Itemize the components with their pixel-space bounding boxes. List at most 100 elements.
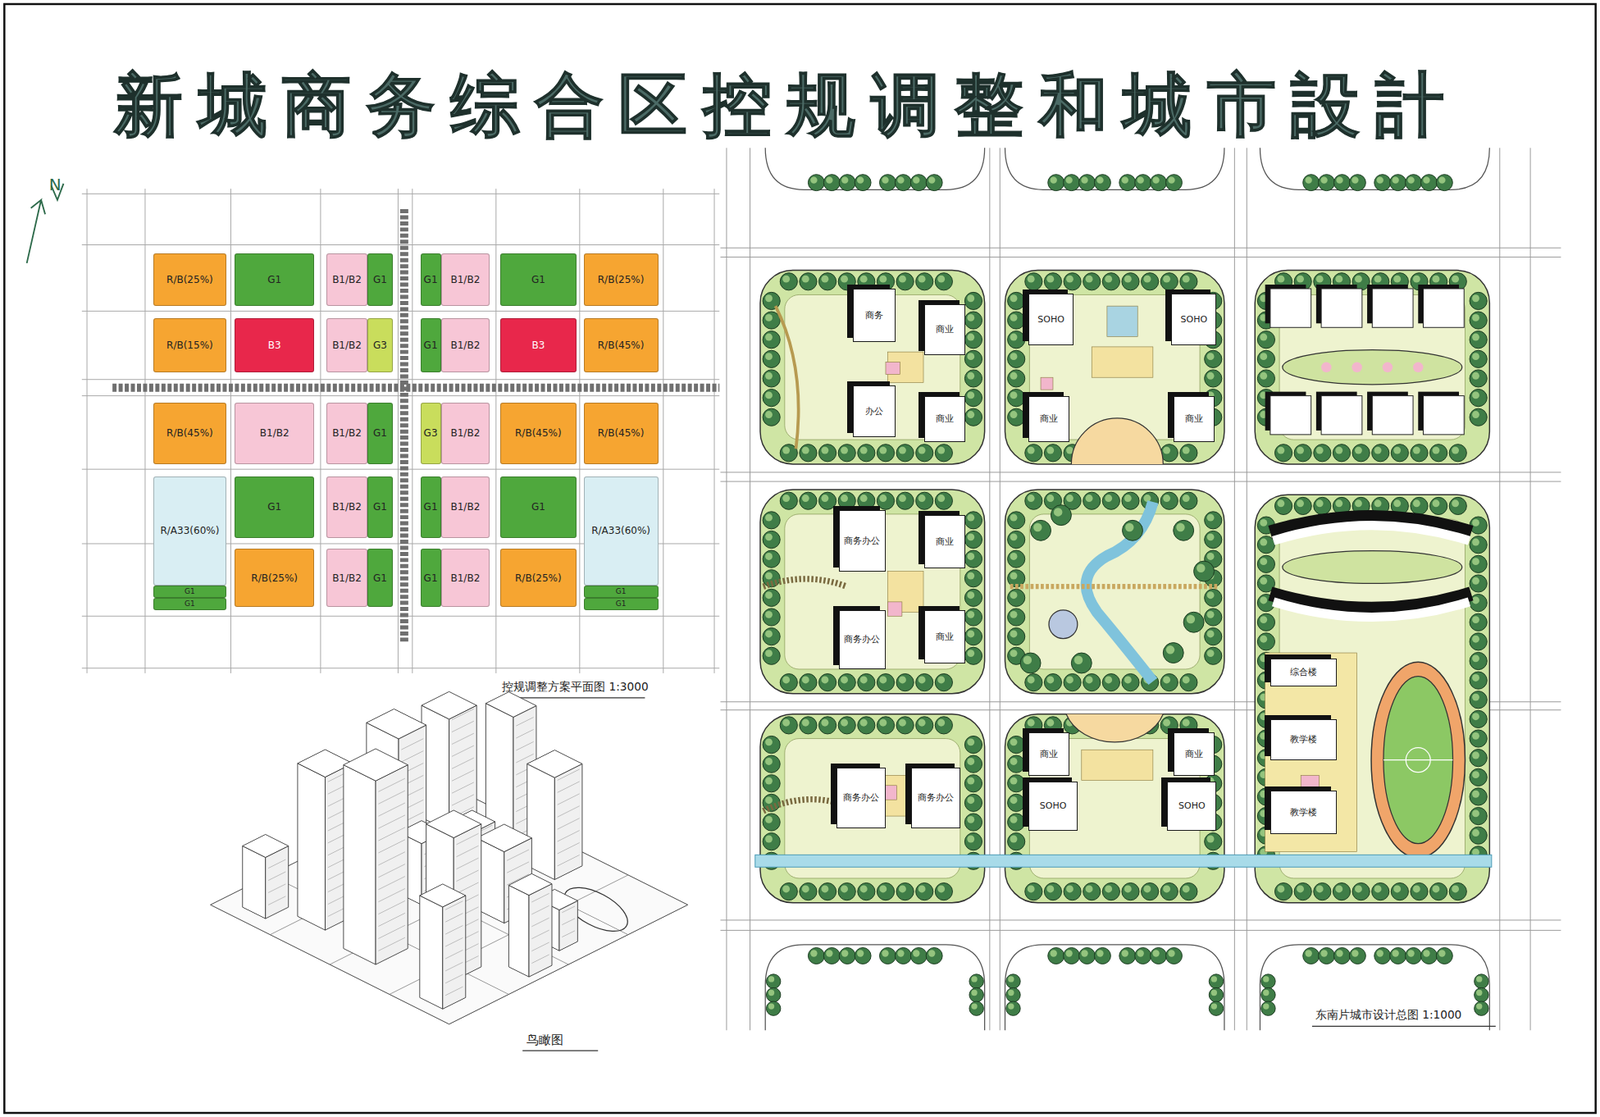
tree-highlight <box>1422 176 1430 183</box>
tree <box>762 350 780 368</box>
tree <box>1007 774 1026 793</box>
tree <box>1007 550 1026 568</box>
land-use-parcel: G3 <box>367 318 393 373</box>
tree-highlight <box>841 949 848 957</box>
tree-highlight <box>1259 538 1268 547</box>
tree-highlight <box>765 796 773 804</box>
tree-highlight <box>802 719 810 727</box>
street-line <box>411 188 413 674</box>
tree <box>1102 674 1120 692</box>
land-use-parcel: B1/B2 <box>234 402 315 465</box>
residential-building <box>1321 396 1363 435</box>
tree <box>1063 273 1081 291</box>
tree <box>1166 174 1183 192</box>
tree-highlight <box>898 719 907 727</box>
tree-highlight <box>966 649 975 657</box>
street-line <box>720 929 1561 931</box>
tree <box>1102 492 1120 510</box>
land-use-code: G1 <box>423 340 438 351</box>
tree <box>1083 273 1101 291</box>
tree-highlight <box>1010 649 1018 657</box>
tree <box>916 444 934 462</box>
tree-highlight <box>1104 494 1113 502</box>
building-footprint: 商务办公 <box>838 510 886 572</box>
tree-highlight <box>1085 494 1094 502</box>
tree-highlight <box>1066 676 1074 684</box>
tree <box>964 793 982 812</box>
tree <box>1141 883 1159 901</box>
tree <box>1474 1001 1489 1016</box>
tree-highlight <box>820 494 829 502</box>
tree-highlight <box>898 494 907 502</box>
tree <box>857 273 876 291</box>
tree <box>1390 948 1407 965</box>
tree <box>916 716 934 734</box>
tree <box>1160 674 1178 692</box>
tree <box>969 987 984 1002</box>
building-roof <box>242 834 289 857</box>
tree <box>1449 444 1467 462</box>
window-line <box>515 753 534 763</box>
tree <box>1119 948 1136 965</box>
tree <box>934 674 953 692</box>
window-line <box>378 852 405 866</box>
tree <box>762 530 780 548</box>
window-line <box>557 854 580 866</box>
tree-highlight <box>966 591 975 599</box>
tree-highlight <box>1023 656 1032 665</box>
tree-highlight <box>765 649 773 657</box>
building-footprint: 商务 <box>852 288 896 342</box>
land-use-code: G1 <box>267 274 282 286</box>
tree-highlight <box>1080 949 1088 957</box>
design-block <box>760 270 985 465</box>
tree-highlight <box>765 314 773 322</box>
tree <box>838 948 856 965</box>
tree-highlight <box>1316 885 1324 894</box>
tree-highlight <box>1407 176 1414 183</box>
tree-highlight <box>1007 1002 1014 1009</box>
tree-highlight <box>1351 176 1359 183</box>
building-face <box>419 895 443 1009</box>
tree-highlight <box>1476 1002 1482 1009</box>
tree <box>1469 331 1487 349</box>
tree-highlight <box>966 815 975 824</box>
tree-highlight <box>1422 949 1430 957</box>
building-footprint: 商业 <box>924 515 966 569</box>
tree <box>1083 883 1101 901</box>
tree <box>876 716 894 734</box>
window-line <box>378 937 405 951</box>
street-line <box>319 188 321 674</box>
tree <box>1166 948 1183 965</box>
street-line <box>720 481 1561 483</box>
land-use-parcel: G1 <box>420 476 442 538</box>
land-use-parcel: G1 <box>153 597 228 611</box>
land-use-code: B3 <box>268 340 282 351</box>
building-roof <box>343 748 408 781</box>
tree-highlight <box>1182 676 1190 684</box>
tree-highlight <box>1432 885 1441 894</box>
tree <box>964 628 982 646</box>
zoning-street-grid <box>82 188 720 698</box>
tree-highlight <box>1259 372 1268 380</box>
tree-highlight <box>860 676 868 684</box>
tree-highlight <box>1472 752 1480 760</box>
tree <box>1050 505 1072 526</box>
tree <box>1469 594 1487 612</box>
tree-highlight <box>802 494 810 502</box>
land-use-code: R/B(25%) <box>166 274 214 286</box>
plaza-arc <box>775 305 799 449</box>
tree-highlight <box>966 796 975 804</box>
tree <box>896 674 914 692</box>
land-use-parcel: B1/B2 <box>441 402 491 465</box>
tree-highlight <box>918 885 926 894</box>
aerial-building <box>242 834 289 919</box>
tree-highlight <box>1472 693 1480 702</box>
building-use: 教学楼 <box>1290 807 1318 818</box>
tree <box>964 588 982 607</box>
tree-highlight <box>937 719 945 727</box>
tree <box>807 948 825 965</box>
tree-highlight <box>1276 446 1285 455</box>
tree <box>1261 987 1276 1002</box>
window-line <box>445 974 463 984</box>
tree <box>819 444 837 462</box>
